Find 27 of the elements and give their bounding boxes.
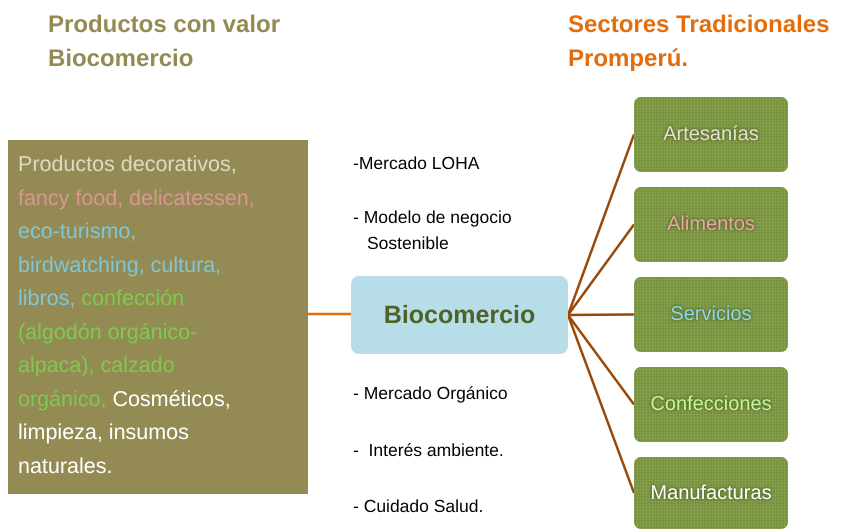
sector-box bbox=[634, 457, 788, 529]
sector-label: Artesanías bbox=[663, 123, 759, 146]
note-text: - Modelo de negocio Sostenible bbox=[353, 206, 513, 255]
note-text: - Cuidado Salud. bbox=[353, 495, 484, 518]
sector-box bbox=[634, 97, 788, 172]
connector-line bbox=[308, 312, 351, 316]
connector-line bbox=[567, 314, 635, 406]
connector-line bbox=[568, 313, 634, 316]
note-text: - Mercado Orgánico bbox=[353, 382, 509, 405]
product-list-panel bbox=[8, 140, 308, 494]
sector-box bbox=[634, 277, 788, 352]
note-text: - Interés ambiente. bbox=[353, 439, 505, 462]
sector-label: Alimentos bbox=[667, 213, 755, 236]
product-list-text: Productos decorativos, fancy food, delicatessen, eco-turismo, birdwatching, cultura, libros, confección (algodón orgánico- alpaca), calzado orgánico, Cosméticos, limpieza, insumos naturales. bbox=[18, 151, 256, 480]
note-text: -Mercado LOHA bbox=[353, 152, 480, 175]
central-label: Biocomercio bbox=[384, 300, 536, 330]
connector-line bbox=[567, 224, 635, 316]
sector-label: Manufacturas bbox=[650, 482, 772, 504]
sector-box bbox=[634, 367, 788, 442]
heading: Sectores Tradicionales Promperú. bbox=[568, 10, 830, 74]
sector-box bbox=[634, 187, 788, 262]
connector-line bbox=[566, 314, 636, 494]
sector-label: Servicios bbox=[670, 303, 752, 326]
sector-label: Confecciones bbox=[650, 393, 772, 416]
heading: Productos con valor Biocomercio bbox=[48, 10, 282, 74]
central-box bbox=[351, 276, 568, 354]
connector-line bbox=[566, 134, 636, 316]
